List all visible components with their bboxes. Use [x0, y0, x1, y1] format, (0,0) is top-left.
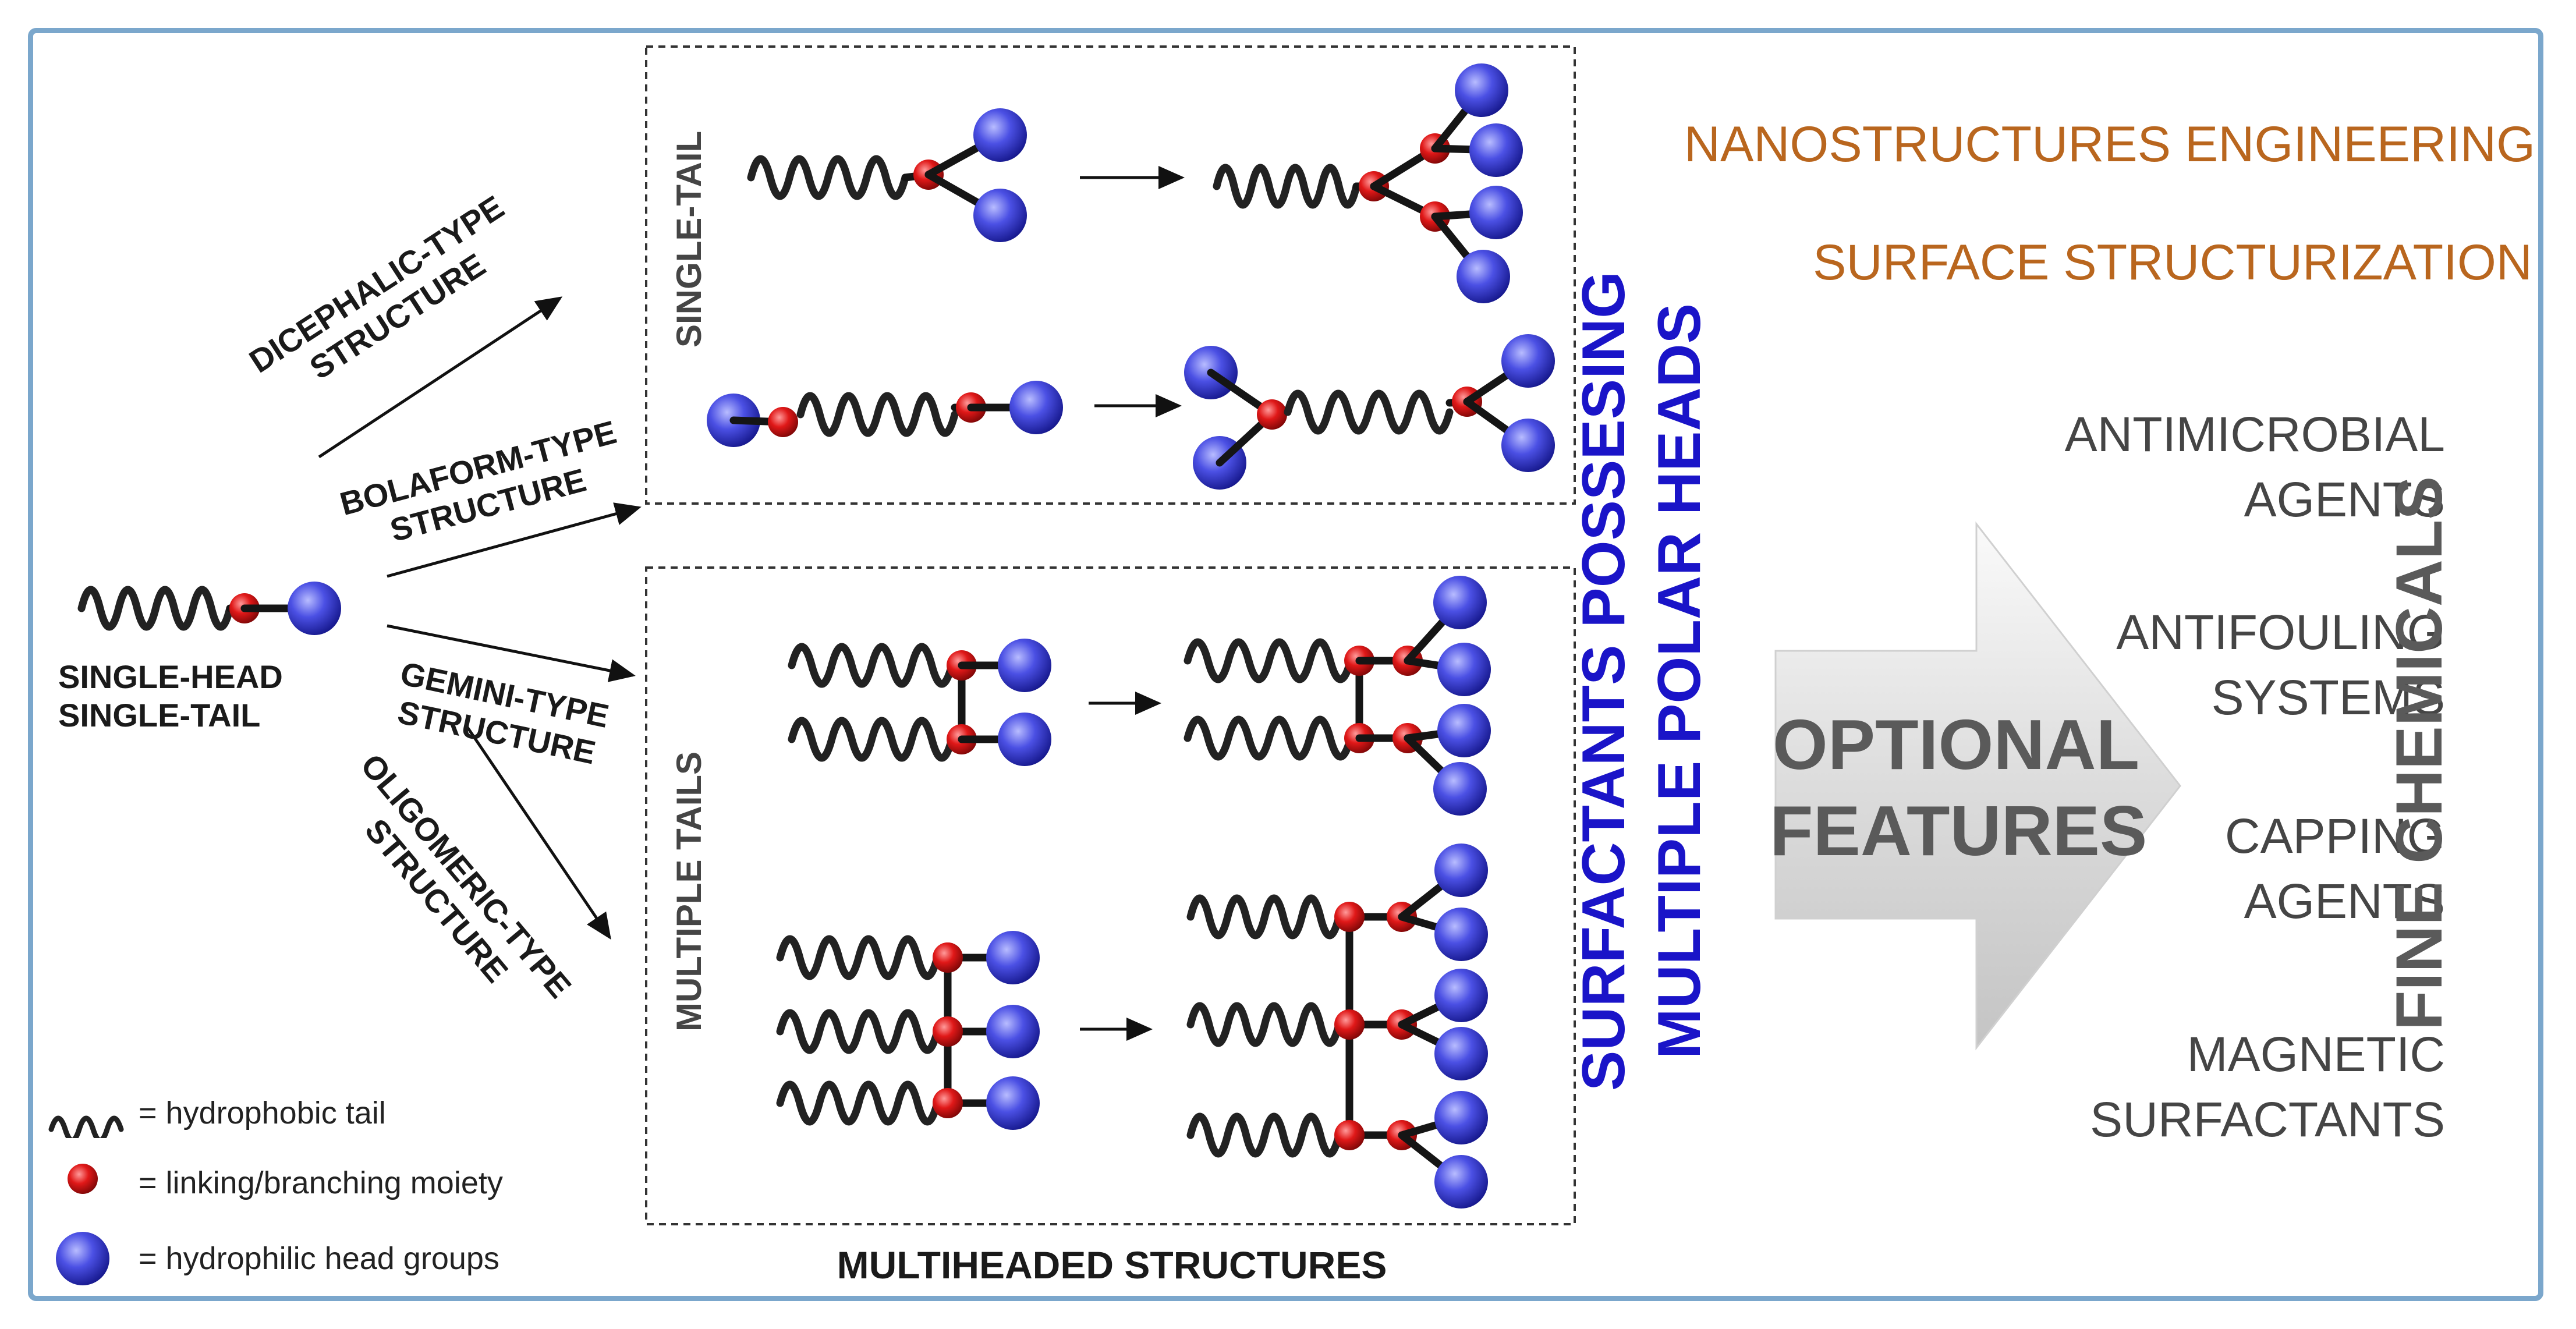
- capping-line1: CAPPING: [2224, 809, 2445, 863]
- hydrophobic-tail: [1184, 638, 1355, 683]
- application-antifouling: ANTIFOULING SYSTEMS: [2116, 600, 2445, 730]
- legend-tail-text: = hydrophobic tail: [139, 1096, 386, 1130]
- single-head-line1: SINGLE-HEAD: [58, 658, 283, 695]
- hydrophilic-head: [986, 1005, 1040, 1058]
- multiple-tails-box-title: MULTIPLE TAILS: [669, 751, 708, 1032]
- fine-chemicals-title: FINE CHEMICALS: [2383, 476, 2455, 1030]
- hydrophilic-head: [1434, 908, 1488, 961]
- hydrophobic-tail: [796, 392, 959, 437]
- linking-moiety: [933, 942, 963, 973]
- hydrophilic-head: [1009, 381, 1063, 434]
- hydrophilic-head: [998, 639, 1051, 692]
- hydrophilic-head: [1501, 334, 1555, 388]
- single-tail-box: [645, 45, 1576, 505]
- hydrophilic-head: [1434, 1155, 1488, 1208]
- capping-line2: AGENTS: [2244, 874, 2445, 928]
- dicephalic-arrow: [318, 296, 563, 459]
- multiheaded-caption: MULTIHEADED STRUCTURES: [837, 1243, 1387, 1287]
- antimicrobial-line2: AGENTS: [2244, 472, 2445, 527]
- linking-moiety: [933, 1088, 963, 1118]
- hydrophobic-tail: [1213, 164, 1360, 209]
- linking-moiety: [1257, 399, 1287, 430]
- hydrophilic-head: [1434, 844, 1488, 897]
- hydrophilic-head: [1434, 1091, 1488, 1144]
- single-tail-box-title: SINGLE-TAIL: [669, 130, 708, 348]
- antifouling-line2: SYSTEMS: [2211, 670, 2445, 725]
- linking-moiety: [1334, 902, 1365, 932]
- antimicrobial-line1: ANTIMICROBIAL: [2064, 407, 2445, 462]
- nanostructures-engineering: NANOSTRUCTURES ENGINEERING: [1684, 116, 2535, 172]
- linking-moiety: [1334, 1009, 1365, 1040]
- linking-moiety: [768, 407, 798, 437]
- multiple-tails-box: [645, 566, 1576, 1225]
- hydrophilic-head: [1455, 63, 1508, 117]
- legend-link-text: = linking/branching moiety: [139, 1165, 503, 1200]
- application-capping: CAPPING AGENTS: [2225, 803, 2445, 934]
- single-head-line2: SINGLE-TAIL: [58, 697, 261, 733]
- legend-tail-icon: [48, 1115, 124, 1138]
- surfactants-title: SURFACTANTS POSSESING MULTIPLE POLAR HEA…: [1566, 268, 1717, 1094]
- legend-head-icon: [56, 1232, 109, 1285]
- molecule-drawings: [77, 63, 1555, 1208]
- outer-frame: [28, 28, 2543, 1301]
- hydrophilic-head: [998, 713, 1051, 766]
- optional-features-line2: FEATURES: [1770, 791, 2148, 870]
- hydrophobic-tail: [77, 586, 234, 631]
- hydrophobic-tail: [1186, 894, 1343, 940]
- hydrophobic-tail: [1186, 1112, 1343, 1158]
- hydrophobic-tail: [776, 935, 941, 980]
- antifouling-line1: ANTIFOULING: [2116, 605, 2445, 660]
- single-head-label: SINGLE-HEAD SINGLE-TAIL: [58, 658, 283, 735]
- hydrophilic-head: [986, 931, 1040, 984]
- oligomeric-arrow: [464, 724, 611, 940]
- hydrophobic-tail: [788, 643, 956, 688]
- bolaform-arrow: [387, 502, 642, 578]
- surfactants-title-line2: MULTIPLE POLAR HEADS: [1646, 303, 1713, 1059]
- hydrophilic-head: [1469, 123, 1523, 177]
- legend-link-icon: [68, 1164, 98, 1194]
- hydrophilic-head: [986, 1076, 1040, 1130]
- hydrophilic-head: [1457, 250, 1510, 303]
- hydrophilic-head: [1469, 186, 1523, 239]
- hydrophobic-tail: [788, 717, 956, 762]
- hydrophobic-tail: [1186, 1002, 1343, 1047]
- branch-arrows: [318, 296, 642, 940]
- optional-features-arrow: [1774, 521, 2181, 1051]
- hydrophilic-head: [1437, 704, 1491, 757]
- gemini-arrow: [387, 624, 636, 682]
- hydrophobic-tail: [776, 1009, 941, 1054]
- hydrophobic-tail: [776, 1080, 941, 1126]
- optional-features-line1: OPTIONAL: [1772, 705, 2140, 784]
- hydrophilic-head: [1437, 643, 1491, 696]
- hydrophilic-head: [1433, 762, 1487, 816]
- magnetic-line2: SURFACTANTS: [2090, 1092, 2445, 1147]
- legend-head-text: = hydrophilic head groups: [139, 1241, 499, 1276]
- hydrophilic-head: [1434, 969, 1488, 1022]
- transform-arrows: [1080, 166, 1185, 1041]
- surface-structurization: SURFACE STRUCTURIZATION: [1813, 235, 2532, 290]
- hydrophobic-tail: [1184, 715, 1355, 761]
- application-magnetic: MAGNETIC SURFACTANTS: [2090, 1022, 2445, 1152]
- linking-moiety: [1334, 1120, 1365, 1150]
- hydrophilic-head: [973, 108, 1027, 162]
- optional-features-text: OPTIONAL FEATURES: [1770, 701, 2148, 874]
- application-antimicrobial: ANTIMICROBIAL AGENTS: [2065, 402, 2445, 532]
- hydrophilic-head: [1433, 576, 1487, 629]
- linking-moiety: [933, 1016, 963, 1047]
- hydrophilic-head: [973, 189, 1027, 242]
- hydrophilic-head: [288, 582, 341, 635]
- hydrophobic-tail: [1284, 389, 1454, 435]
- surfactants-title-line1: SURFACTANTS POSSESING: [1570, 271, 1638, 1091]
- magnetic-line1: MAGNETIC: [2187, 1027, 2445, 1082]
- hydrophilic-head: [1501, 419, 1555, 472]
- hydrophobic-tail: [747, 155, 909, 200]
- hydrophilic-head: [1434, 1027, 1488, 1080]
